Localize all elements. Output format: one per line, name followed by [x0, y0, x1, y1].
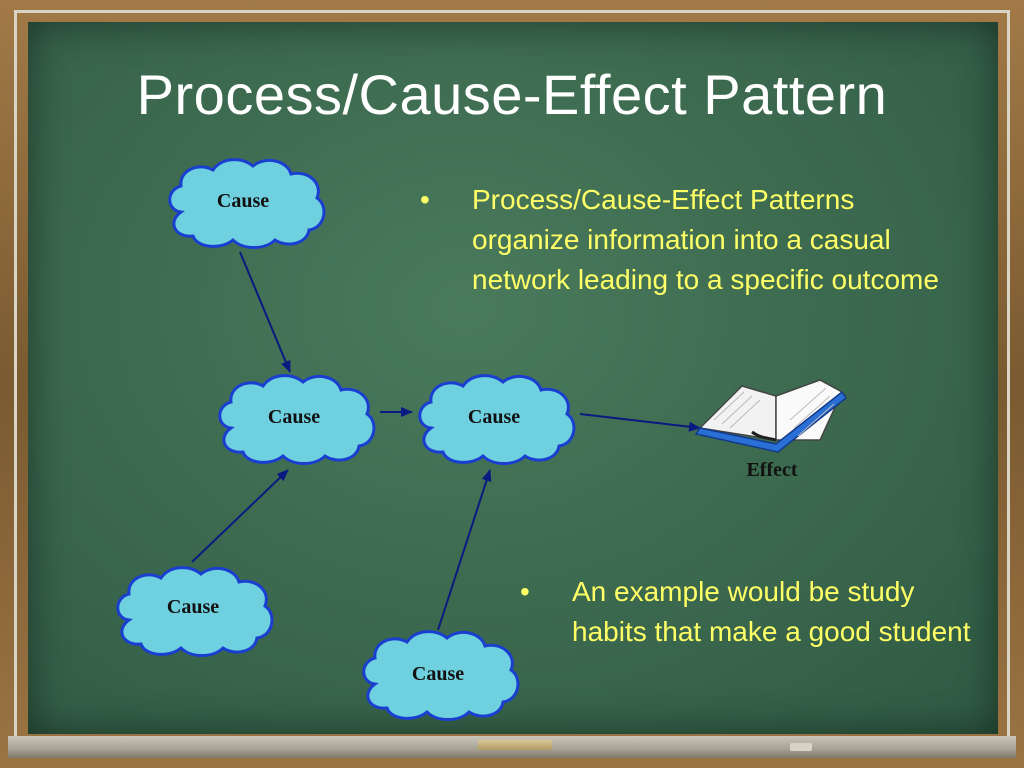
cause-node: Cause: [362, 630, 520, 722]
arrows: [191, 251, 701, 631]
arrow-cause5-to-cause3: [437, 469, 492, 631]
cause-node: Cause: [218, 374, 376, 466]
chalk-piece: [790, 743, 812, 751]
bullet-text: An example would be study habits that ma…: [572, 576, 971, 647]
cause-node: Cause: [168, 158, 326, 250]
cause-label: Cause: [167, 596, 219, 618]
bullet-marker: •: [420, 184, 430, 215]
arrow-cause3-to-effect: [579, 413, 701, 432]
cause-node: Cause: [418, 374, 576, 466]
cause-label: Cause: [268, 406, 320, 428]
bullet-text: Process/Cause-Effect Patterns organize i…: [472, 184, 939, 295]
chalk-stick: [478, 740, 552, 750]
arrow-cause4-to-cause2: [191, 469, 289, 563]
bullet-item: • Process/Cause-Effect Patterns organize…: [420, 180, 980, 350]
arrow-cause1-to-cause2: [239, 251, 291, 373]
open-book-icon: [694, 379, 848, 453]
bullet-marker: •: [520, 576, 530, 607]
slide-title: Process/Cause-Effect Pattern: [136, 63, 888, 126]
bullet-item: • An example would be study habits that …: [520, 572, 980, 702]
cause-label: Cause: [468, 406, 520, 428]
cause-node: Cause: [116, 566, 274, 658]
effect-label: Effect: [746, 459, 797, 481]
cause-label: Cause: [412, 663, 464, 685]
cause-label: Cause: [217, 190, 269, 212]
